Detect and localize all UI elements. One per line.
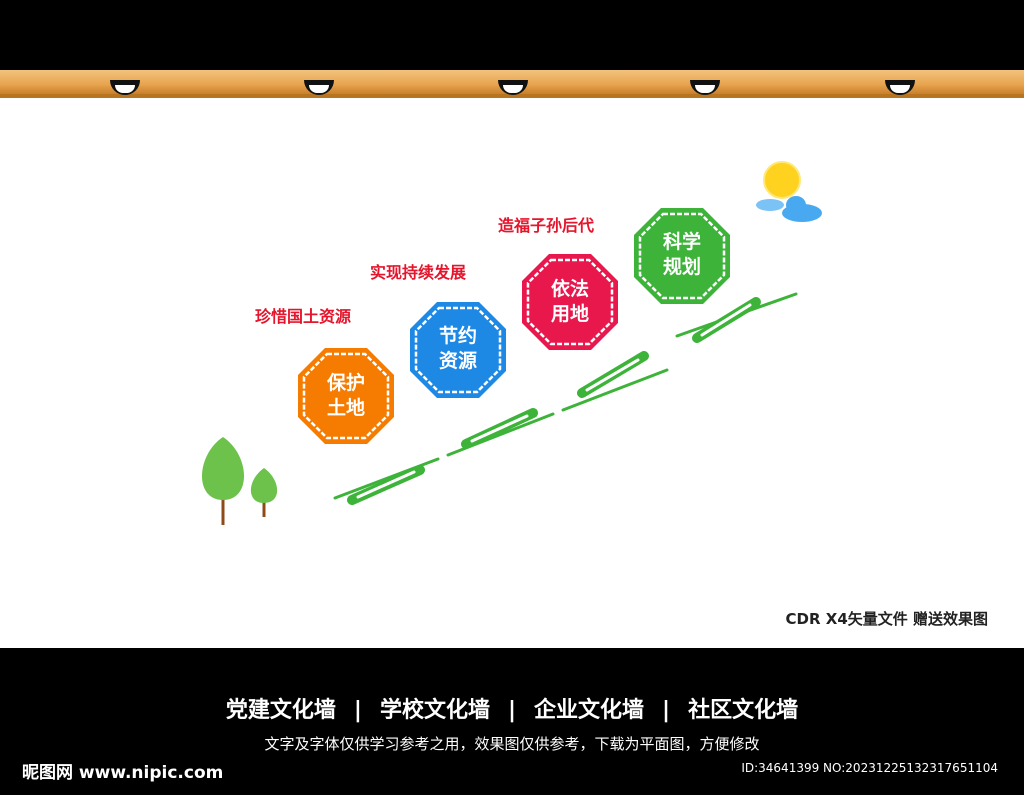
slogan-tag: 实现持续发展 (370, 263, 467, 282)
octagon-sign-law (522, 254, 618, 350)
tree-small-icon (250, 468, 278, 517)
ceiling-lamp-icon (304, 80, 334, 95)
slogan-tag: 珍惜国土资源 (255, 307, 352, 326)
top-black-band (0, 0, 1024, 70)
ceiling-lamp-icon (885, 80, 915, 95)
sign-label-protect: 保护土地 (326, 372, 365, 419)
image-id-text: ID:34641399 NO:20231225132317651104 (741, 761, 998, 775)
category-item: 社区文化墙 (688, 698, 799, 723)
category-item: 学校文化墙 (379, 698, 490, 723)
cloud-icon (756, 196, 822, 222)
category-list: 党建文化墙 | 学校文化墙 | 企业文化墙 | 社区文化墙 (0, 692, 1024, 724)
bottom-black-band (0, 648, 1024, 795)
category-separator: | (662, 698, 671, 723)
white-wall (0, 70, 1024, 648)
tree-large-icon (201, 437, 245, 525)
octagon-sign-plan (634, 208, 730, 304)
sign-label-law: 依法用地 (550, 278, 589, 325)
octagon-sign-save (410, 302, 506, 398)
ceiling-lamp-icon (690, 80, 720, 95)
disclaimer-text: 文字及字体仅供学习参考之用，效果图仅供参考，下载为平面图，方便修改 (264, 735, 760, 753)
format-note: CDR X4矢量文件 赠送效果图 (785, 610, 988, 628)
octagon-sign-protect (298, 348, 394, 444)
slogan-tag: 造福子孙后代 (498, 216, 595, 235)
sign-label-plan: 科学规划 (662, 231, 701, 278)
sun-icon (763, 161, 801, 199)
ceiling-lamp-icon (498, 80, 528, 95)
ceiling-lamp-icon (110, 80, 140, 95)
category-item: 企业文化墙 (534, 698, 645, 723)
category-separator: | (353, 698, 362, 723)
category-separator: | (507, 698, 517, 723)
site-brand-watermark: 昵图网 www.nipic.com (22, 763, 224, 783)
sign-label-save: 节约资源 (438, 325, 477, 372)
category-item: 党建文化墙 (225, 698, 336, 723)
